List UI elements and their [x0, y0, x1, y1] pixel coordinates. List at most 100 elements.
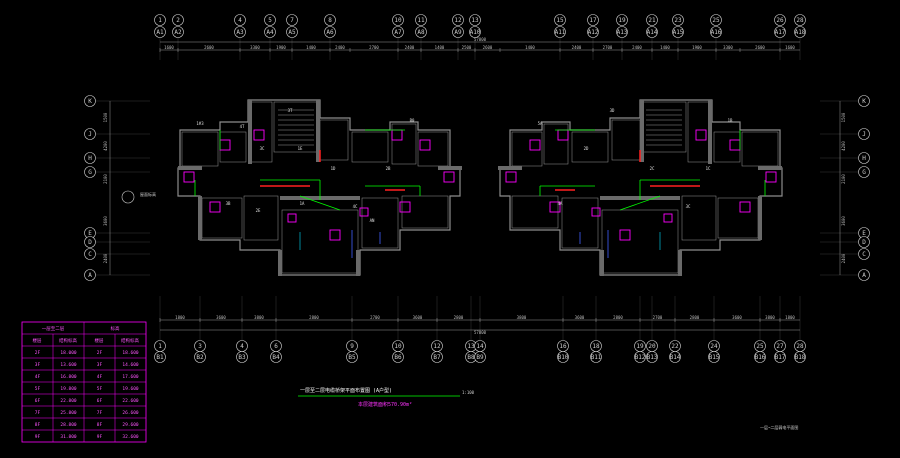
bottom-dim-text: 3600 — [732, 315, 742, 320]
wall-segment — [708, 100, 712, 164]
axis-label-top: 28 — [796, 17, 804, 24]
top-dim-text: 2700 — [369, 45, 379, 50]
axis-label-top-sub: A13 — [617, 29, 628, 36]
table-subheader: 楼层 — [95, 337, 104, 344]
axis-label-top-sub: A16 — [711, 29, 722, 36]
axis-label-top: 1 — [158, 17, 162, 24]
axis-label-bottom: 25 — [756, 343, 764, 350]
axis-bubble-bottom-sub — [774, 351, 786, 363]
axis-bubble-left — [84, 152, 96, 164]
table-cell: 28.800 — [60, 422, 77, 428]
left-dim-text: 4200 — [103, 141, 108, 151]
table-cell: 22.600 — [122, 398, 139, 404]
level-marker-circle — [121, 190, 135, 204]
table-cell: 26.600 — [122, 410, 139, 416]
axis-bubble-top — [616, 14, 628, 26]
room-tag: 4A — [558, 201, 563, 206]
table-cell: 29.600 — [122, 422, 139, 428]
axis-label-top-sub: A18 — [795, 29, 806, 36]
axis-bubble-bottom-sub — [590, 351, 602, 363]
axis-bubble-top — [172, 14, 184, 26]
axis-label-bottom-sub: B7 — [433, 354, 441, 361]
table-cell: 14.600 — [122, 362, 139, 368]
axis-label-top: 5 — [268, 17, 272, 24]
axis-label-bottom-sub: B8 — [467, 354, 475, 361]
top-axis-bubbles: 1A12A24A35A47A58A610A711A812A913A1015A11… — [154, 14, 806, 38]
wall-segment — [198, 196, 202, 240]
axis-label-bottom-sub: B9 — [476, 354, 484, 361]
equipment-box — [765, 171, 777, 183]
axis-bubble-right — [858, 152, 870, 164]
axis-bubble-left — [84, 248, 96, 260]
axis-bubble-right — [858, 248, 870, 260]
top-dim-text: 2600 — [204, 45, 214, 50]
room-stair-shaft — [249, 101, 273, 163]
room-lobby — [319, 119, 349, 161]
top-dim-text: 2400 — [632, 45, 642, 50]
equipment-box — [549, 201, 561, 213]
axis-bubble-bottom-sub — [194, 351, 206, 363]
axis-label-top: 8 — [328, 17, 332, 24]
axis-label-top: 25 — [712, 17, 720, 24]
equipment-box — [287, 213, 297, 223]
wall-segment — [498, 166, 522, 170]
equipment-box — [729, 139, 741, 151]
axis-label-left: C — [88, 251, 92, 258]
bottom-overall-dim: 57800 — [474, 330, 487, 335]
building-wing-left — [177, 99, 462, 276]
axis-label-top-sub: A17 — [775, 29, 786, 36]
room-bathroom — [713, 131, 741, 163]
axis-bubble-top — [469, 14, 481, 26]
axis-bubble-top-sub — [286, 26, 298, 38]
axis-bubble-left — [84, 128, 96, 140]
axis-bubble-top-sub — [415, 26, 427, 38]
axis-label-top: 13 — [471, 17, 479, 24]
axis-label-bottom-sub: B15 — [709, 354, 720, 361]
axis-label-left: D — [88, 239, 92, 246]
axis-bubble-bottom-sub — [557, 351, 569, 363]
axis-bubble-top — [710, 14, 722, 26]
room-living — [681, 195, 717, 241]
axis-label-bottom-sub: B1 — [156, 354, 164, 361]
table-cell: 5F — [35, 386, 41, 392]
room-tag: 2E — [256, 208, 261, 213]
axis-label-bottom: 1 — [158, 343, 162, 350]
table-subheader: 结构标高 — [121, 337, 139, 344]
axis-label-top: 7 — [290, 17, 294, 24]
table-cell: 6F — [97, 398, 103, 404]
top-dim-text: 1400 — [525, 45, 535, 50]
bottom-dim-text: 2800 — [309, 315, 319, 320]
axis-bubble-right — [858, 236, 870, 248]
conduit-line — [299, 195, 341, 211]
room-tag: 1A — [300, 201, 305, 206]
axis-bubble-top — [324, 14, 336, 26]
table-cell: 3F — [35, 362, 41, 368]
drawing-title: 一层至二层电缆桥架平面布置图 (A户型) — [300, 387, 392, 394]
right-dim-text: 2100 — [841, 174, 846, 184]
left-dim-text: 2400 — [103, 253, 108, 263]
axis-bubble-left — [84, 269, 96, 281]
top-dim-text: 1400 — [306, 45, 316, 50]
axis-label-top: 12 — [454, 17, 462, 24]
right-dim-text: 2400 — [841, 253, 846, 263]
axis-label-top-sub: A11 — [555, 29, 566, 36]
axis-bubble-bottom-sub — [431, 351, 443, 363]
axis-label-bottom-sub: B16 — [755, 354, 766, 361]
table-header-left: 一层至二层 — [42, 326, 65, 332]
axis-bubble-bottom-sub — [154, 351, 166, 363]
axis-bubble-top — [154, 14, 166, 26]
room-tag: 3B — [226, 201, 231, 206]
table-cell: 5F — [97, 386, 103, 392]
equipment-box — [591, 207, 601, 217]
table-cell: 7F — [35, 410, 41, 416]
table-cell: 2F — [97, 350, 103, 356]
wall-segment — [758, 166, 782, 170]
wall-segment — [316, 100, 320, 162]
left-dim-text: 1500 — [103, 112, 108, 122]
room-stairwell — [641, 101, 687, 153]
top-dim-text: 3300 — [723, 45, 733, 50]
axis-bubble-left — [84, 95, 96, 107]
axis-label-top-sub: A14 — [647, 29, 658, 36]
